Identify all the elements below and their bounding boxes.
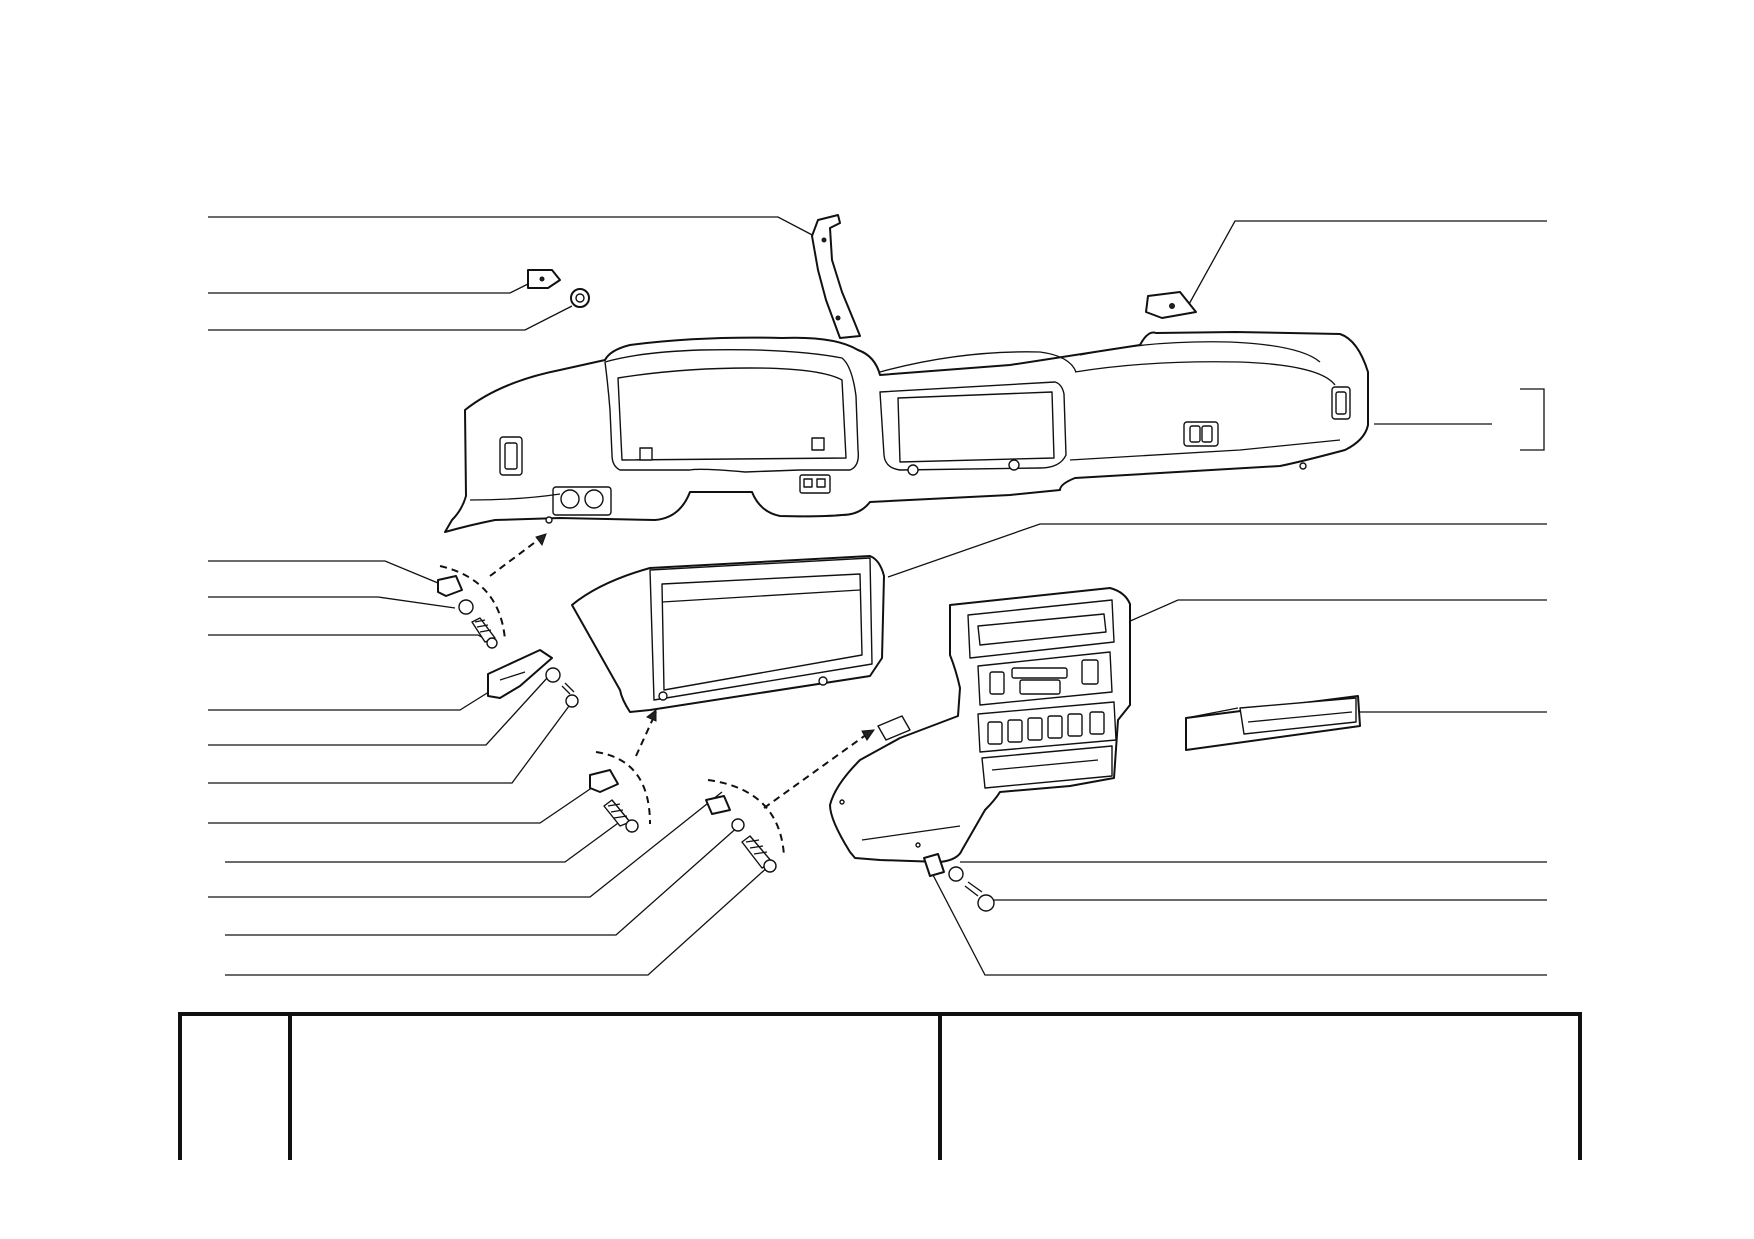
leader-line	[208, 784, 597, 824]
assembly-arrows	[439, 533, 876, 857]
bracket	[1520, 388, 1545, 451]
dashboard-panel	[444, 331, 1369, 533]
leader-lines-right	[887, 220, 1547, 976]
center-console	[829, 587, 1131, 863]
upper-nut-left	[570, 288, 590, 308]
leader-line	[1127, 599, 1547, 623]
upper-bracket-left	[527, 269, 561, 289]
leader-line	[208, 305, 573, 331]
leader-line	[1187, 220, 1547, 307]
upper-bracket-center	[811, 214, 861, 339]
leader-line	[208, 684, 501, 711]
leader-line	[225, 824, 741, 936]
clip-group-console	[923, 853, 995, 912]
clip-group-1	[437, 575, 498, 649]
bracket-clip-left	[487, 649, 579, 708]
leader-line	[225, 864, 771, 976]
clip-group-3	[705, 795, 777, 873]
leader-line	[208, 560, 439, 584]
leader-line	[208, 701, 573, 784]
clip-group-2	[589, 769, 639, 833]
leader-line	[208, 216, 819, 239]
storage-tray	[1185, 695, 1361, 751]
leader-line	[225, 817, 626, 863]
leader-line	[208, 596, 456, 609]
leader-lines-left	[208, 216, 819, 976]
leader-line	[208, 282, 531, 294]
parts-table-frame	[178, 1012, 1582, 1160]
leader-line	[887, 523, 1547, 578]
leader-line	[932, 874, 1547, 976]
leader-line	[208, 634, 491, 643]
upper-bracket-right	[1145, 291, 1197, 319]
instrument-cluster-housing	[571, 555, 885, 713]
leader-line	[208, 791, 723, 898]
leader-line	[208, 676, 549, 746]
